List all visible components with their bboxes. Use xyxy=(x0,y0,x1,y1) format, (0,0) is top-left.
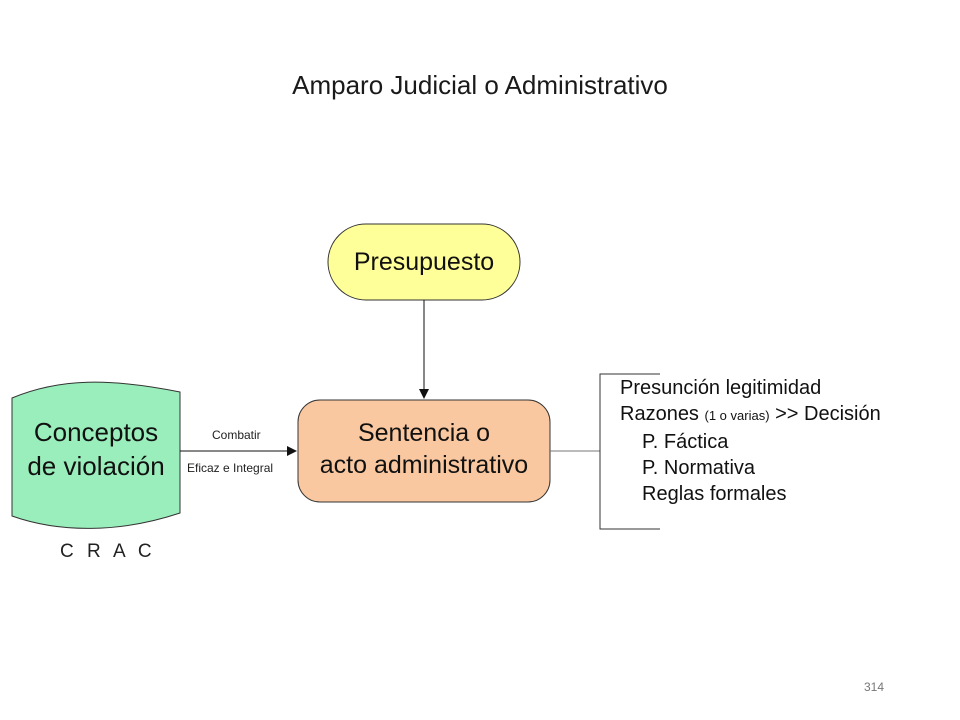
razones-text: Razones xyxy=(620,403,699,425)
sentencia-line-1: Sentencia o xyxy=(357,419,491,447)
notes-line-factica: P. Fáctica xyxy=(642,431,729,453)
presupuesto-text: Presupuesto xyxy=(353,248,495,276)
edge-label-eficaz-integral: Eficaz e Integral xyxy=(187,461,274,475)
page-number: 314 xyxy=(864,680,885,694)
conceptos-label: Conceptos de violación xyxy=(10,415,182,483)
notes-line-razones: Razones (1 o varias) >> Decisión xyxy=(620,401,881,429)
edge-label-combatir: Combatir xyxy=(212,428,261,442)
razones-decision-text: >> Decisión xyxy=(775,403,881,425)
conceptos-line-1: Conceptos xyxy=(33,417,159,447)
notes-line-presuncion: Presunción legitimidad xyxy=(620,377,822,399)
slide-title: Amparo Judicial o Administrativo xyxy=(292,70,668,100)
notes-line-normativa: P. Normativa xyxy=(642,457,756,479)
conceptos-node xyxy=(11,381,181,529)
notes-line-reglas: Reglas formales xyxy=(642,483,787,505)
notes-list: Presunción legitimidad Razones (1 o vari… xyxy=(620,375,881,507)
conceptos-line-2: de violación xyxy=(27,451,165,481)
sentencia-line-2: acto administrativo xyxy=(319,451,529,479)
razones-count-text: (1 o varias) xyxy=(704,408,770,423)
crac-label: C R A C xyxy=(60,541,156,562)
notes-bracket xyxy=(599,373,660,530)
sentencia-label: Sentencia o acto administrativo xyxy=(298,417,550,481)
presupuesto-label: Presupuesto xyxy=(328,244,520,280)
